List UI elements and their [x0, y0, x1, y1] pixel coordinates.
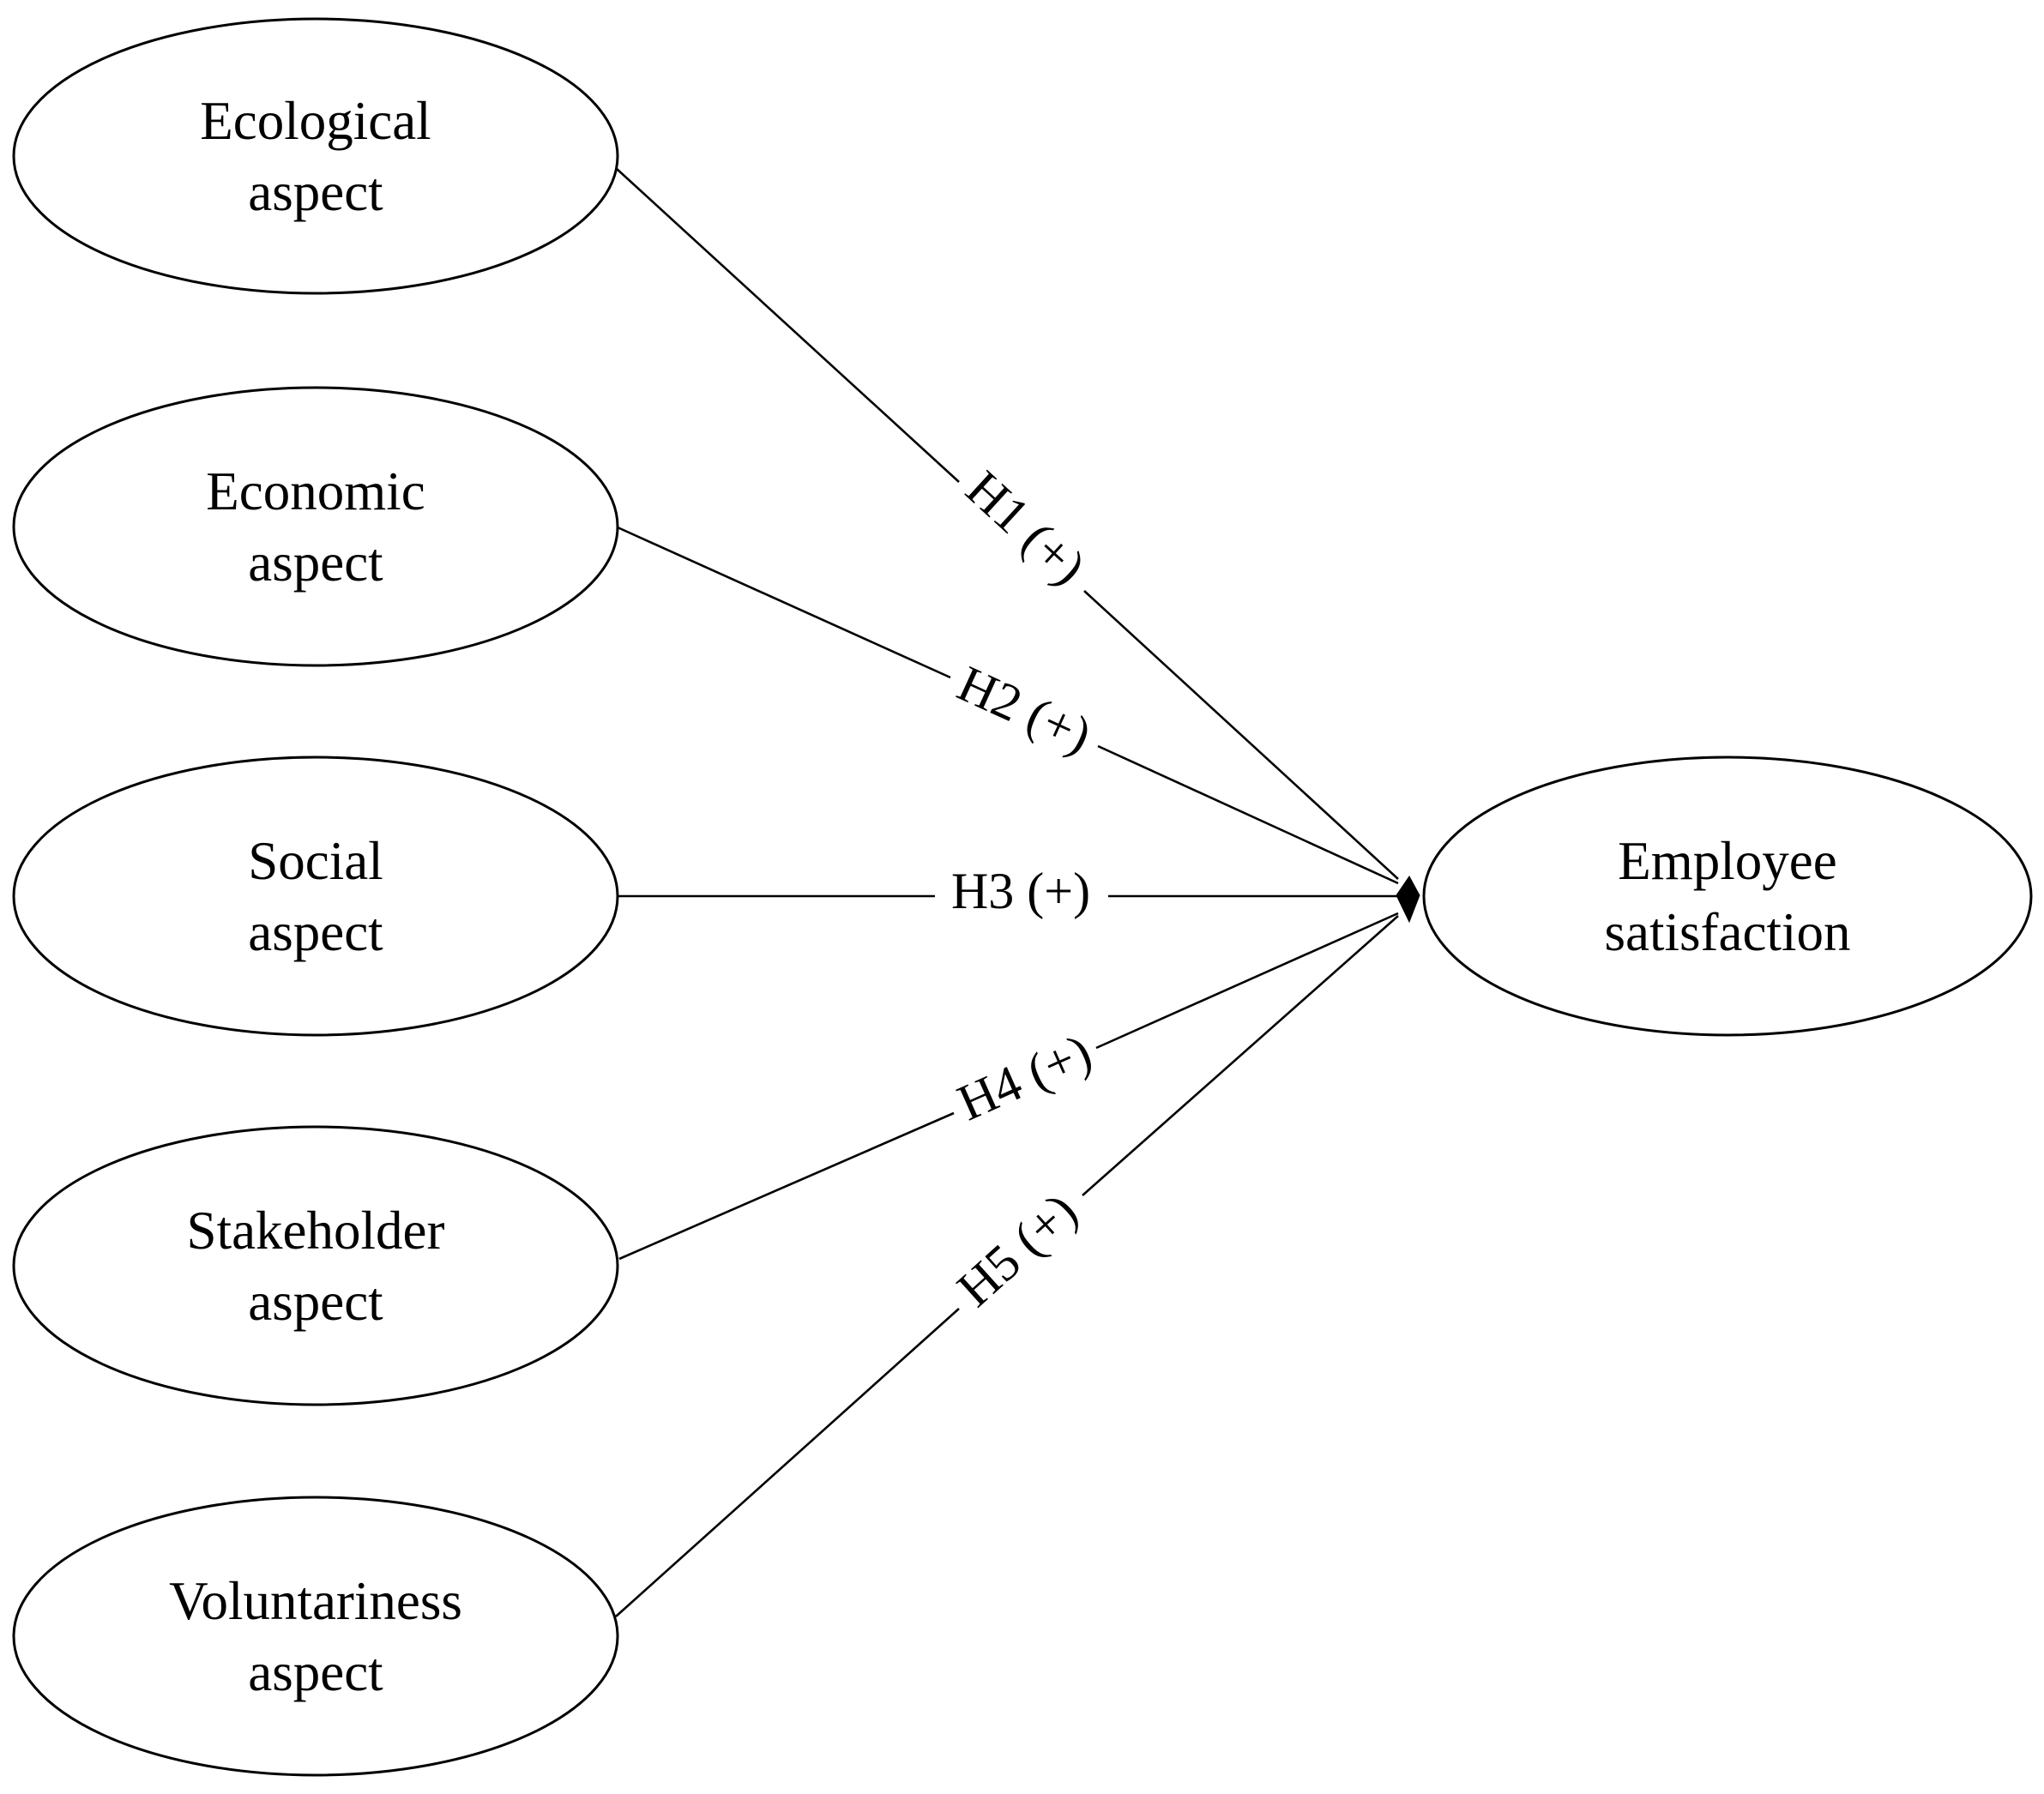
edge-h5-line-a	[615, 1308, 960, 1617]
node-voluntariness-aspect: Voluntariness aspect	[12, 1496, 619, 1777]
edge-h1-line-b	[1083, 590, 1399, 880]
node-economic-shape	[12, 386, 619, 667]
edge-h2-line-a	[617, 526, 951, 679]
edge-h5-line-b	[1082, 915, 1399, 1196]
arrow-head-icon	[1396, 876, 1420, 924]
node-social-aspect: Social aspect	[12, 756, 619, 1037]
node-social-line2: aspect	[248, 902, 383, 962]
edge-h4-label: H4 (+)	[950, 1023, 1100, 1131]
node-ecological-line2: aspect	[248, 162, 383, 222]
node-ecological-shape	[12, 17, 619, 295]
node-ecological-line1: Ecological	[200, 91, 431, 151]
node-stakeholder-line2: aspect	[248, 1272, 383, 1332]
edge-h4: H4 (+)	[618, 912, 1399, 1261]
edge-h3-label: H3 (+)	[951, 863, 1090, 919]
edge-h2: H2 (+)	[617, 526, 1399, 885]
edge-h4-line-b	[1095, 912, 1399, 1050]
edges: H1 (+) H2 (+) H3 (+) H4 (+) H5 (+)	[615, 167, 1420, 1617]
edge-h1-label: H1 (+)	[956, 460, 1096, 595]
node-social-line1: Social	[248, 831, 383, 891]
node-voluntariness-line1: Voluntariness	[169, 1571, 462, 1631]
node-economic-aspect: Economic aspect	[12, 386, 619, 667]
node-voluntariness-line2: aspect	[248, 1642, 383, 1702]
edge-h3: H3 (+)	[618, 863, 1398, 919]
node-stakeholder-line1: Stakeholder	[187, 1201, 445, 1261]
node-voluntariness-shape	[12, 1496, 619, 1777]
node-stakeholder-aspect: Stakeholder aspect	[12, 1125, 619, 1406]
node-employee-satisfaction-shape	[1422, 756, 2033, 1037]
node-stakeholder-shape	[12, 1125, 619, 1406]
node-ecological-aspect: Ecological aspect	[12, 17, 619, 295]
node-employee-satisfaction-line2: satisfaction	[1605, 902, 1851, 962]
edge-h2-line-b	[1097, 744, 1399, 885]
nodes: Ecological aspect Economic aspect Social…	[12, 17, 2033, 1777]
edge-h5-label: H5 (+)	[947, 1183, 1088, 1318]
node-economic-line2: aspect	[248, 533, 383, 593]
edge-h2-label: H2 (+)	[950, 655, 1100, 764]
node-employee-satisfaction-line1: Employee	[1618, 831, 1836, 891]
node-economic-line1: Economic	[206, 461, 425, 521]
edge-h1-line-a	[615, 167, 960, 483]
node-social-shape	[12, 756, 619, 1037]
edge-h4-line-a	[618, 1111, 955, 1261]
node-employee-satisfaction: Employee satisfaction	[1422, 756, 2033, 1037]
edge-h1: H1 (+)	[615, 167, 1399, 880]
edge-h5: H5 (+)	[615, 915, 1399, 1617]
